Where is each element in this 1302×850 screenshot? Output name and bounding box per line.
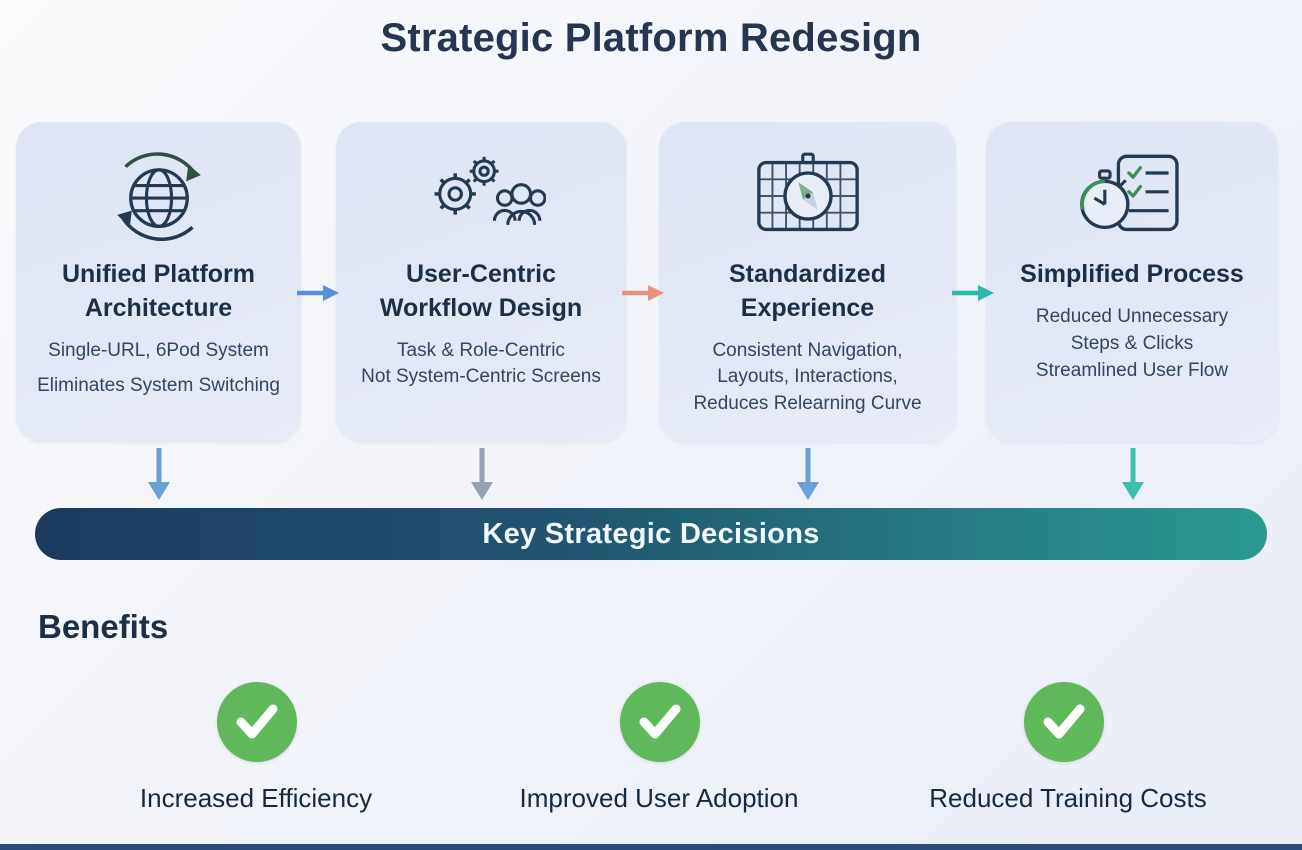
card-line: Steps & Clicks xyxy=(1070,332,1194,354)
card-line: Not System-Centric Screens xyxy=(361,366,601,388)
banner-label: Key Strategic Decisions xyxy=(482,517,820,550)
flow-arrow-right-icon xyxy=(294,283,339,308)
down-arrow-icon xyxy=(469,445,495,507)
card-description: Task & Role-Centric Not System-Centric S… xyxy=(361,338,601,392)
card-title: User-Centric Workflow Design xyxy=(379,260,583,322)
check-circle-icon xyxy=(217,682,297,762)
benefit-label: Improved User Adoption xyxy=(519,783,799,813)
bottom-accent-bar xyxy=(0,844,1302,850)
benefit-label: Increased Efficiency xyxy=(139,783,373,813)
card-line: Reduces Relearning Curve xyxy=(693,393,922,415)
card-line: Layouts, Interactions, xyxy=(717,366,898,388)
compass-grid-icon xyxy=(749,148,867,244)
card-line: Eliminates System Switching xyxy=(37,375,280,397)
flow-arrow-right-icon xyxy=(619,283,664,308)
flow-arrow-right-icon xyxy=(949,283,994,308)
card-standardized-experience: Standardized Experience Consistent Navig… xyxy=(659,122,956,442)
key-strategic-decisions-banner: Key Strategic Decisions xyxy=(35,508,1267,560)
card-unified-platform-architecture: Unified Platform Architecture Single-URL… xyxy=(16,122,301,442)
card-simplified-process: Simplified Process Reduced Unnecessary S… xyxy=(986,122,1278,442)
gears-people-icon xyxy=(416,148,546,244)
page-title: Strategic Platform Redesign xyxy=(380,16,922,60)
check-circle-icon xyxy=(620,682,700,762)
benefit-label: Reduced Training Costs xyxy=(929,783,1207,813)
card-description: Single-URL, 6Pod System Eliminates Syste… xyxy=(37,338,280,410)
down-arrow-icon xyxy=(795,445,821,507)
down-arrow-icon xyxy=(146,445,172,507)
card-title: Simplified Process xyxy=(1020,260,1244,288)
card-line: Task & Role-Centric xyxy=(397,339,565,361)
down-arrow-icon xyxy=(1120,445,1146,507)
card-line: Single-URL, 6Pod System xyxy=(48,339,269,361)
check-circle-icon xyxy=(1024,682,1104,762)
card-title: Standardized Experience xyxy=(729,260,886,322)
card-user-centric-workflow-design: User-Centric Workflow Design Task & Role… xyxy=(336,122,626,442)
card-description: Reduced Unnecessary Steps & Clicks Strea… xyxy=(1036,304,1228,385)
card-line: Streamlined User Flow xyxy=(1035,359,1229,381)
benefits-heading: Benefits xyxy=(38,608,169,645)
card-title: Unified Platform Architecture xyxy=(61,260,256,322)
stopwatch-checklist-icon xyxy=(1074,148,1190,244)
globe-sync-icon xyxy=(104,148,214,244)
card-description: Consistent Navigation, Layouts, Interact… xyxy=(693,338,921,419)
card-line: Consistent Navigation, xyxy=(712,339,903,361)
card-line: Reduced Unnecessary xyxy=(1035,305,1229,327)
